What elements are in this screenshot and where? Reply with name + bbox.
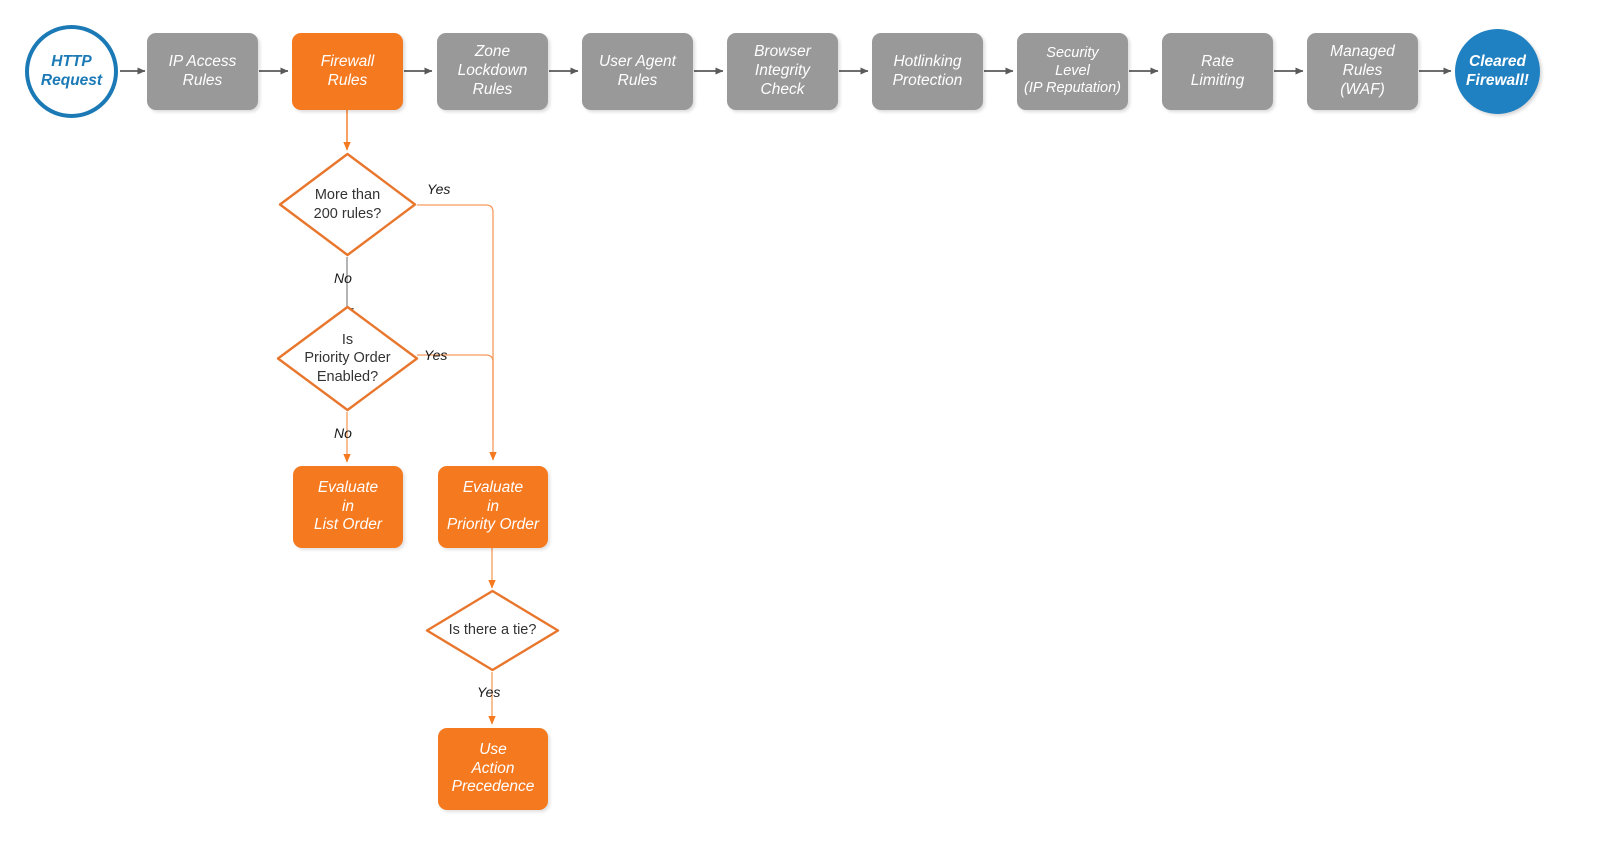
- node-evaluate-in-list-order[interactable]: Evaluate in List Order: [293, 466, 403, 548]
- diamond-shape: [278, 152, 417, 257]
- diamond-shape: [276, 305, 419, 412]
- decision-label: Is Priority Order Enabled?: [304, 332, 391, 385]
- edge-label-yes-priority-order: Yes: [424, 347, 448, 363]
- node-zone-lockdown-rules[interactable]: Zone Lockdown Rules: [437, 33, 548, 110]
- node-firewall-rules[interactable]: Firewall Rules: [292, 33, 403, 110]
- node-ip-access-rules[interactable]: IP Access Rules: [147, 33, 258, 110]
- diamond-shape: [425, 589, 560, 672]
- decision-label: Is there a tie?: [448, 622, 537, 639]
- edge-label-no-more-than-200-rules: No: [334, 270, 352, 286]
- node-user-agent-rules[interactable]: User Agent Rules: [582, 33, 693, 110]
- node-evaluate-in-priority-order[interactable]: Evaluate in Priority Order: [438, 466, 548, 548]
- node-cleared-firewall[interactable]: Cleared Firewall!: [1455, 29, 1540, 114]
- node-hotlinking-protection[interactable]: Hotlinking Protection: [872, 33, 983, 110]
- edge-label-yes-more-than-200-rules: Yes: [427, 181, 451, 197]
- node-security-level[interactable]: Security Level (IP Reputation): [1017, 33, 1128, 110]
- node-use-action-precedence[interactable]: Use Action Precedence: [438, 728, 548, 810]
- decision-more-than-200-rules[interactable]: More than 200 rules?: [278, 152, 417, 257]
- node-managed-rules-waf[interactable]: Managed Rules (WAF): [1307, 33, 1418, 110]
- node-http-request[interactable]: HTTP Request: [25, 25, 118, 118]
- decision-label: More than 200 rules?: [313, 187, 382, 222]
- decision-is-there-a-tie[interactable]: Is there a tie?: [425, 589, 560, 672]
- edge-label-yes-is-there-a-tie: Yes: [477, 684, 501, 700]
- edge-priority-yes: [417, 354, 494, 440]
- edge-label-no-priority-order: No: [334, 425, 352, 441]
- edge-200rules-yes: [417, 204, 497, 461]
- node-browser-integrity-check[interactable]: Browser Integrity Check: [727, 33, 838, 110]
- decision-is-priority-order-enabled[interactable]: Is Priority Order Enabled?: [276, 305, 419, 412]
- node-rate-limiting[interactable]: Rate Limiting: [1162, 33, 1273, 110]
